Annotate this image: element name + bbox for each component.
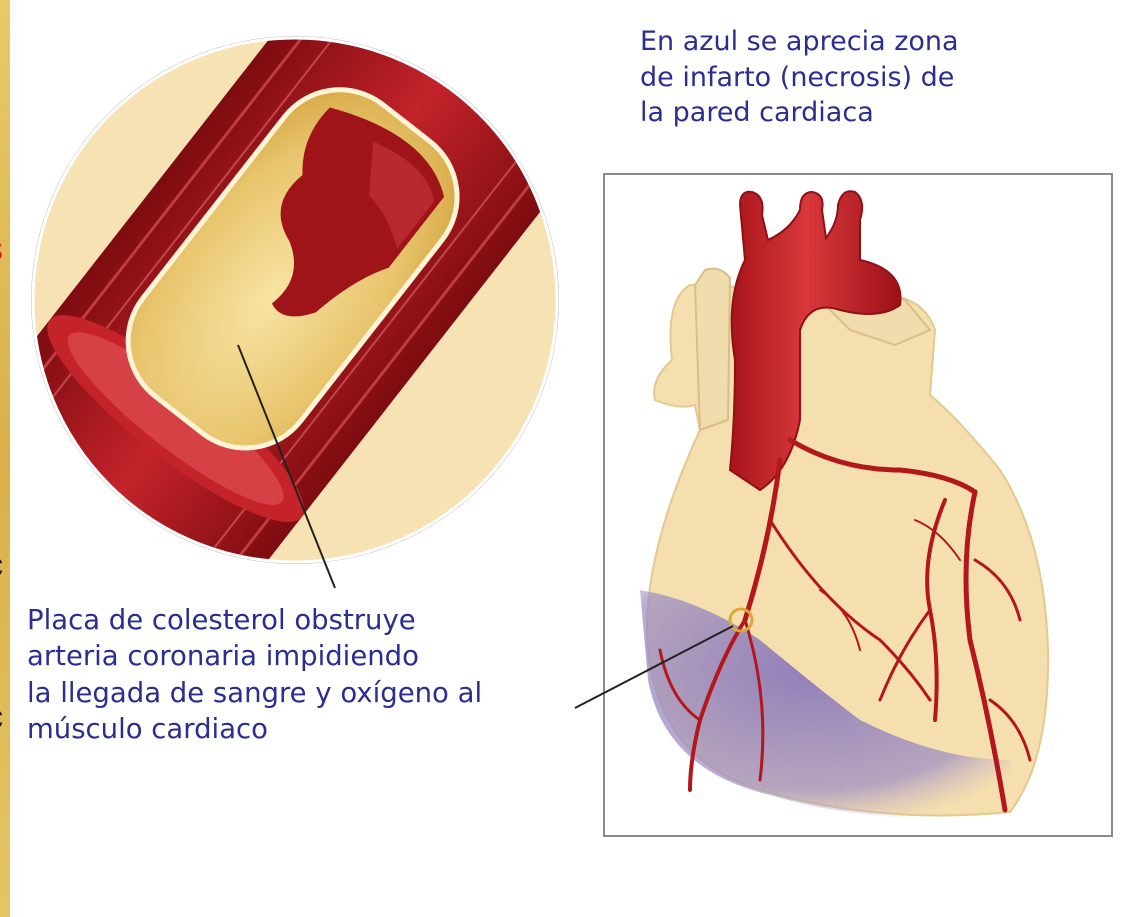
infarct-zone-caption: En azul se aprecia zona de infarto (necr… <box>640 24 959 131</box>
heart-figure <box>604 174 1112 836</box>
artery-magnified-view <box>0 0 616 667</box>
plaque-caption: Placa de colesterol obstruye arteria cor… <box>27 602 482 747</box>
